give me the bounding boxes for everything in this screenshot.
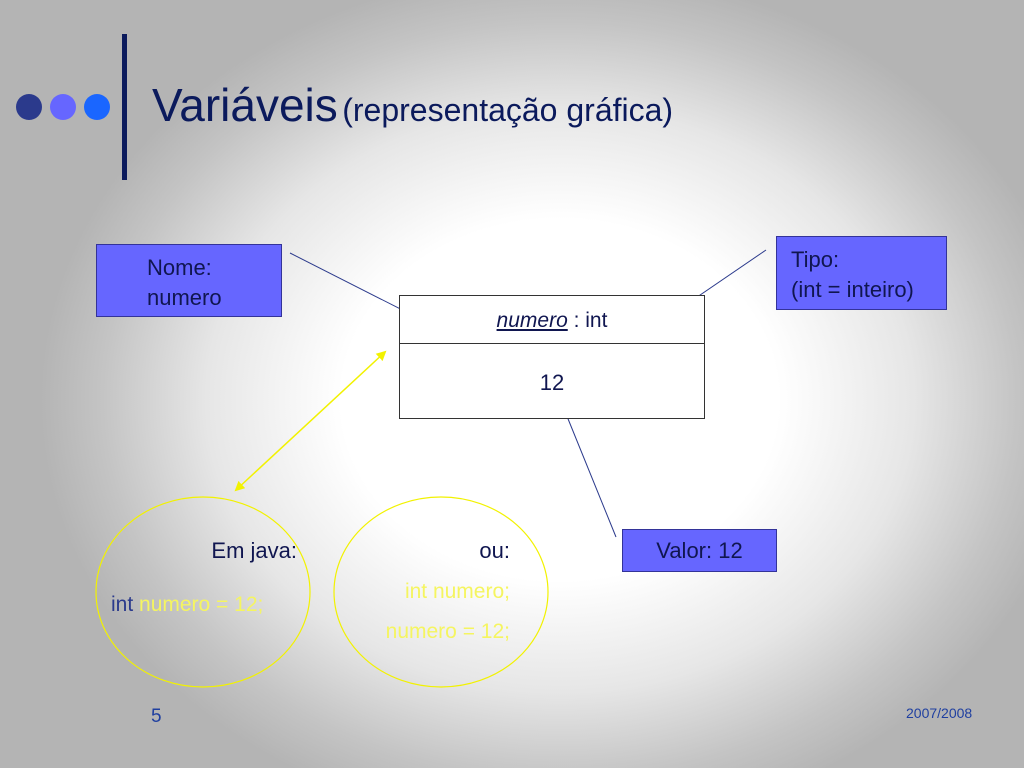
footer-year: 2007/2008 xyxy=(906,705,973,721)
tipo-callout-label: Tipo: xyxy=(791,247,840,272)
bullet-dot-2 xyxy=(50,94,76,120)
alt-code-line-1: int numero; xyxy=(404,580,510,603)
alt-example-heading: ou: xyxy=(479,538,510,563)
valor-callout: Valor: 12 xyxy=(622,529,777,572)
title-subtitle: (representação gráfica) xyxy=(342,92,674,128)
slide-title: Variáveis (representação gráfica) xyxy=(152,78,673,132)
bullet-dot-3 xyxy=(84,94,110,120)
java-code-keyword: int xyxy=(111,593,134,616)
variable-name: numero xyxy=(496,309,568,332)
valor-callout-label: Valor: 12 xyxy=(656,538,743,563)
double-arrow xyxy=(234,350,387,492)
nome-callout: Nome: numero xyxy=(96,244,282,317)
alt-example-ellipse xyxy=(333,496,549,688)
title-divider xyxy=(122,34,127,180)
java-example-ellipse xyxy=(95,496,311,688)
title-main: Variáveis xyxy=(152,79,338,131)
alt-code-line-2: numero = 12; xyxy=(385,620,510,643)
valor-connector-line xyxy=(561,403,617,538)
variable-type: : int xyxy=(567,309,608,332)
java-example-code: int numero = 12; xyxy=(111,593,263,617)
page-number: 5 xyxy=(151,706,162,727)
tipo-callout: Tipo: (int = inteiro) xyxy=(776,236,947,310)
nome-callout-value: numero xyxy=(147,285,222,310)
variable-value: 12 xyxy=(539,370,565,395)
bullet-dot-1 xyxy=(16,94,42,120)
java-code-rest: numero = 12; xyxy=(133,593,264,616)
java-example-heading: Em java: xyxy=(211,538,297,563)
variable-box-header: numero : int xyxy=(400,296,704,344)
tipo-callout-value: (int = inteiro) xyxy=(791,277,914,302)
variable-box: numero : int 12 xyxy=(399,295,705,419)
nome-callout-label: Nome: xyxy=(147,255,212,280)
